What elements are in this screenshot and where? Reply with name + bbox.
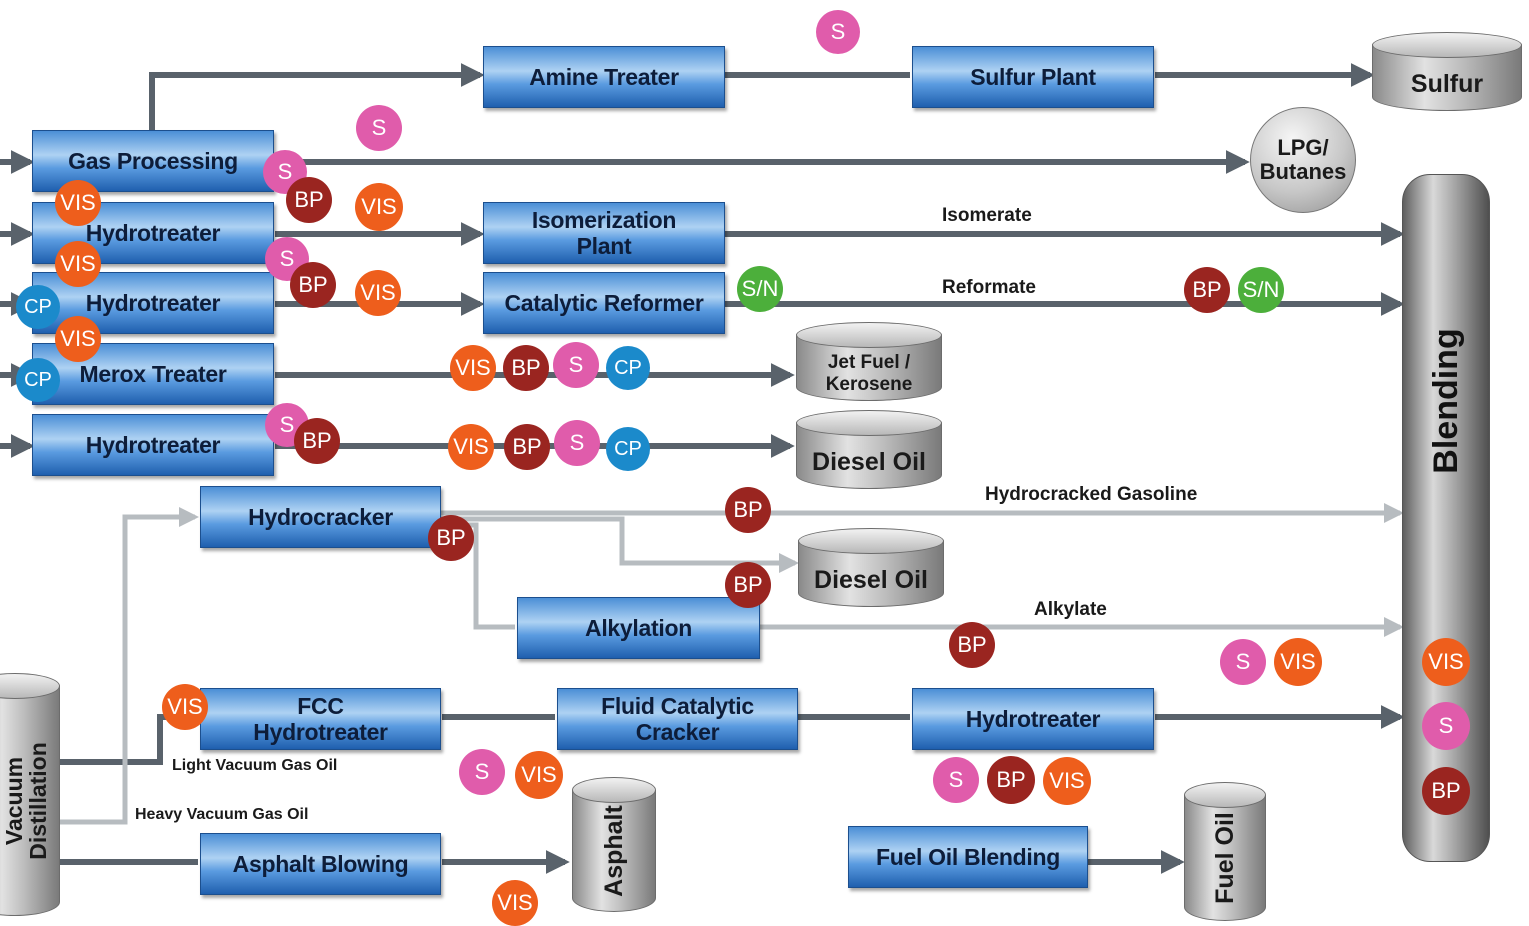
badge-vis: VIS <box>492 880 538 926</box>
diesel-oil-tank-1: Diesel Oil <box>796 410 942 489</box>
badge-vis: VIS <box>1274 638 1322 686</box>
fcc-hydrotreater-box: FCC Hydrotreater <box>200 688 441 750</box>
alkylation-box: Alkylation <box>517 597 760 659</box>
badge-vis: VIS <box>355 183 403 231</box>
badge-cp: CP <box>16 285 60 329</box>
asphalt-tank: Asphalt <box>572 777 656 912</box>
hydrotreater-box-4: Hydrotreater <box>912 688 1154 750</box>
badge-vis: VIS <box>355 270 401 316</box>
badge-s: S <box>816 10 860 54</box>
badge-bp: BP <box>1422 767 1470 815</box>
light-vacuum-gas-oil-label: Light Vacuum Gas Oil <box>172 757 338 774</box>
badge-s: S <box>1220 639 1266 685</box>
badge-bp: BP <box>286 177 332 223</box>
badge-bp: BP <box>503 345 549 391</box>
amine-treater-box: Amine Treater <box>483 46 725 108</box>
heavy-vacuum-gas-oil-label: Heavy Vacuum Gas Oil <box>135 806 309 823</box>
hydrotreater-box-3: Hydrotreater <box>32 414 274 476</box>
blending-column: Blending <box>1402 174 1490 862</box>
gas-processing-box: Gas Processing <box>32 130 274 192</box>
badge-vis: VIS <box>515 751 563 799</box>
jet-fuel-tank: Jet Fuel / Kerosene <box>796 322 942 401</box>
alkylate-label: Alkylate <box>1034 599 1107 620</box>
hydrocracked-gasoline-label: Hydrocracked Gasoline <box>985 484 1198 505</box>
badge-vis: VIS <box>55 180 101 226</box>
badge-bp: BP <box>987 756 1035 804</box>
badge-cp: CP <box>16 358 60 402</box>
badge-s: S <box>554 420 600 466</box>
badge-bp: BP <box>725 487 771 533</box>
badge-bp: BP <box>290 262 336 308</box>
badge-s: S <box>1422 702 1470 750</box>
isomerization-plant-box: Isomerization Plant <box>483 202 725 264</box>
badge-vis: VIS <box>162 684 208 730</box>
sulfur-plant-box: Sulfur Plant <box>912 46 1154 108</box>
badge-sn: S/N <box>1238 267 1284 313</box>
diesel-oil-tank-2: Diesel Oil <box>798 528 944 607</box>
badge-vis: VIS <box>55 316 101 362</box>
asphalt-blowing-box: Asphalt Blowing <box>200 833 441 895</box>
badge-bp: BP <box>949 622 995 668</box>
badge-cp: CP <box>606 427 650 471</box>
badge-vis: VIS <box>1043 757 1091 805</box>
fuel-oil-blending-box: Fuel Oil Blending <box>848 826 1088 888</box>
fuel-oil-tank: Fuel Oil <box>1184 782 1266 921</box>
badge-bp: BP <box>504 424 550 470</box>
badge-bp: BP <box>294 418 340 464</box>
badge-bp: BP <box>725 562 771 608</box>
badge-sn: S/N <box>737 266 783 312</box>
badge-s: S <box>356 105 402 151</box>
fluid-catalytic-cracker-box: Fluid Catalytic Cracker <box>557 688 798 750</box>
badge-bp: BP <box>1184 267 1230 313</box>
catalytic-reformer-box: Catalytic Reformer <box>483 272 725 334</box>
hydrocracker-box: Hydrocracker <box>200 486 441 548</box>
badge-vis: VIS <box>450 345 496 391</box>
badge-s: S <box>933 757 979 803</box>
sulfur-tank: Sulfur <box>1372 32 1522 111</box>
badge-cp: CP <box>606 346 650 390</box>
lpg-butanes-sphere: LPG/ Butanes <box>1250 107 1356 213</box>
badge-vis: VIS <box>1422 638 1470 686</box>
badge-bp: BP <box>428 515 474 561</box>
badge-s: S <box>459 749 505 795</box>
isomerate-label: Isomerate <box>942 205 1032 226</box>
badge-vis: VIS <box>448 424 494 470</box>
vacuum-distillation-column: Vacuum Distillation <box>0 673 60 916</box>
badge-vis: VIS <box>55 241 101 287</box>
reformate-label: Reformate <box>942 277 1036 298</box>
badge-s: S <box>553 342 599 388</box>
